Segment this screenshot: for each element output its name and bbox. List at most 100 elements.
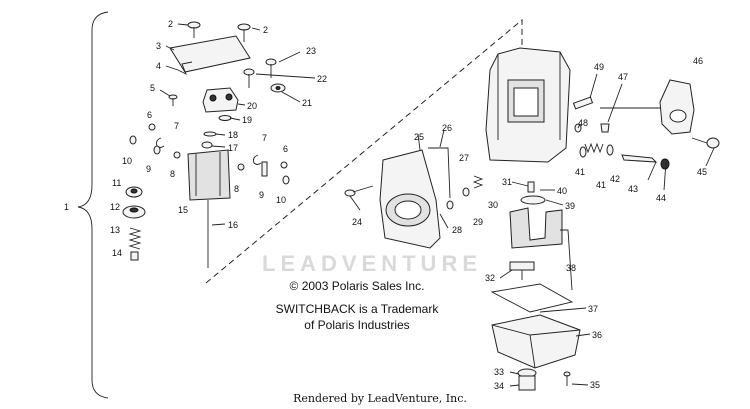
callout-8: 8 <box>234 184 239 194</box>
callout-38: 38 <box>566 263 576 273</box>
callout-2: 2 <box>168 19 173 29</box>
cap-47 <box>600 123 610 133</box>
spring-9a <box>153 145 161 155</box>
callout-5: 5 <box>150 83 155 93</box>
gasket-plate-3 <box>169 35 251 73</box>
callout-42: 42 <box>610 174 620 184</box>
throttle-cover-46 <box>659 79 695 135</box>
ring-39 <box>520 195 546 205</box>
plug-33-34 <box>517 368 537 391</box>
callout-12: 12 <box>110 202 120 212</box>
callout-11: 11 <box>112 178 121 188</box>
callout-40: 40 <box>557 186 567 196</box>
watermark: LEADVENTURE <box>262 251 482 276</box>
clip-18 <box>203 131 217 137</box>
callout-14: 14 <box>112 248 122 258</box>
fitting-49 <box>572 96 594 110</box>
callout-49: 49 <box>594 62 604 72</box>
callout-44: 44 <box>656 193 666 203</box>
pin-19 <box>218 115 232 121</box>
callout-1: 1 <box>64 202 69 212</box>
callout-19: 19 <box>242 115 252 125</box>
callout-6: 6 <box>283 144 288 154</box>
o-ring-8b <box>237 163 245 171</box>
callout-26: 26 <box>442 123 452 133</box>
screw-5 <box>168 94 178 106</box>
washer-17 <box>201 141 213 149</box>
callout-9: 9 <box>146 164 151 174</box>
float-bracket-38 <box>560 229 573 291</box>
callout-3: 3 <box>156 41 161 51</box>
spring-9b <box>261 161 268 177</box>
screw-2b <box>237 23 251 42</box>
callout-20: 20 <box>247 101 257 111</box>
callout-48: 48 <box>578 118 588 128</box>
trademark-notice-line-2: of Polaris Industries <box>304 318 410 332</box>
callout-10: 10 <box>276 195 286 205</box>
callout-30: 30 <box>488 200 498 210</box>
screw-43 <box>621 154 658 163</box>
plunger-14 <box>130 251 139 261</box>
callout-18: 18 <box>228 130 238 140</box>
spring-clip-4 <box>177 61 193 75</box>
hose-26 <box>428 147 451 199</box>
jet-30 <box>462 187 470 197</box>
screw-2a <box>187 21 201 38</box>
callout-31: 31 <box>502 177 512 187</box>
callout-45: 45 <box>697 167 707 177</box>
washer-21 <box>270 83 286 93</box>
callout-28: 28 <box>452 225 462 235</box>
callout-16: 16 <box>228 220 238 230</box>
screw-24 <box>344 185 374 197</box>
washer-41a <box>579 146 587 158</box>
callout-43: 43 <box>628 184 638 194</box>
bowl-gasket-37 <box>490 283 574 313</box>
callout-9: 9 <box>259 190 264 200</box>
washer-10b <box>282 175 290 185</box>
callout-33: 33 <box>494 367 504 377</box>
spring-27 <box>472 175 484 189</box>
washer-29 <box>446 200 454 210</box>
rendered-by-credit: Rendered by LeadVenture, Inc. <box>293 392 467 405</box>
screw-35 <box>563 371 571 386</box>
needle-valve-32 <box>509 261 535 280</box>
callout-47: 47 <box>618 72 628 82</box>
washer-10a <box>129 135 137 145</box>
o-ring-6a <box>148 123 156 131</box>
callout-35: 35 <box>590 380 600 390</box>
callout-13: 13 <box>110 225 120 235</box>
jet-31-40 <box>527 181 535 193</box>
throttle-slide-15 <box>187 149 231 201</box>
screw-45 <box>691 137 720 149</box>
callout-36: 36 <box>592 330 602 340</box>
throttle-cap-20 <box>202 87 239 113</box>
o-ring-8a <box>173 151 181 159</box>
callout-39: 39 <box>565 201 575 211</box>
callout-8: 8 <box>170 169 175 179</box>
callout-4: 4 <box>156 61 161 71</box>
callout-29: 29 <box>473 217 483 227</box>
callout-41: 41 <box>575 167 585 177</box>
cap-11 <box>125 186 143 198</box>
callout-22: 22 <box>317 74 327 84</box>
screw-22 <box>243 68 255 88</box>
callout-34: 34 <box>494 381 504 391</box>
callout-46: 46 <box>693 56 703 66</box>
spring-13 <box>128 227 142 250</box>
callout-23: 23 <box>306 46 316 56</box>
screw-23 <box>265 58 277 78</box>
float-assembly <box>509 207 563 249</box>
trademark-notice-line-1: SWITCHBACK is a Trademark <box>275 302 439 316</box>
callout-24: 24 <box>352 217 362 227</box>
o-ring-6b <box>280 161 288 169</box>
e-clip-7b <box>253 154 262 165</box>
plug-44 <box>660 158 670 170</box>
callout-27: 27 <box>459 153 469 163</box>
callout-labels: 2 2 3 4 5 6 7 10 9 8 11 12 13 14 15 16 1… <box>110 19 715 391</box>
callout-41: 41 <box>596 180 606 190</box>
washer-41b <box>606 144 614 156</box>
callout-37: 37 <box>588 304 598 314</box>
alignment-guide-line <box>205 18 523 284</box>
